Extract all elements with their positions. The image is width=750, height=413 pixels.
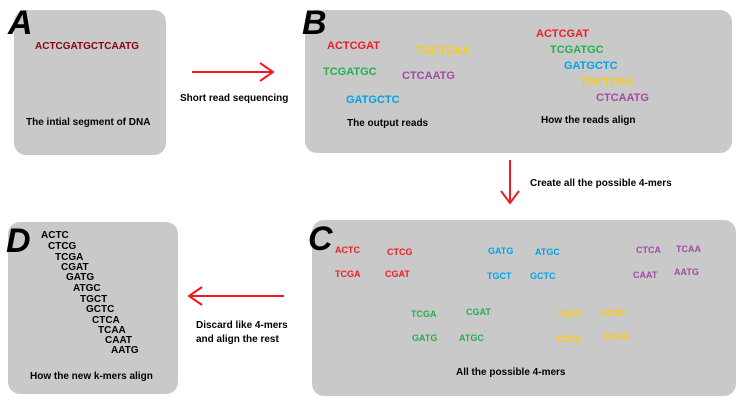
panel-b-caption-right: How the reads align [541,115,636,126]
arrow-a-to-b-label: Short read sequencing [180,93,289,104]
kmer-yellow-2: GCTC [600,308,626,318]
kmer-aligned-1: ACTC [41,230,69,241]
panel-a-letter: A [8,4,33,42]
aligned-read-5: CTCAATG [596,92,649,104]
kmer-green-1: TCGA [411,309,437,319]
arrow-c-to-d-label-line1: Discard like 4-mers [196,320,288,331]
read-5: GATGCTC [346,94,400,106]
arrow-c-to-d [187,286,284,306]
arrow-c-to-d-label-line2: and align the rest [196,334,279,345]
read-2: TGCTCAA [416,45,470,57]
kmer-red-4: CGAT [385,269,410,279]
kmer-aligned-3: TCGA [55,252,84,263]
panel-d [8,222,178,394]
kmer-yellow-3: CTCA [557,334,582,344]
panel-c [312,220,736,396]
panel-c-letter: C [308,220,333,258]
read-4: CTCAATG [402,70,455,82]
kmer-purple-1: CTCA [636,245,661,255]
read-3: TCGATGC [323,66,377,78]
kmer-aligned-11: CAAT [105,335,133,346]
kmer-purple-4: AATG [674,267,699,277]
kmer-red-1: ACTC [335,245,360,255]
kmer-yellow-1: TGCT [557,309,582,319]
kmer-yellow-4: TCAA [604,332,629,342]
kmer-aligned-9: CTCA [92,315,120,326]
kmer-red-3: TCGA [335,269,361,279]
aligned-read-3: GATGCTC [564,60,618,72]
panel-b-letter: B [302,4,327,42]
kmer-aligned-10: TCAA [98,325,126,336]
panel-a [14,10,166,155]
kmer-purple-3: CAAT [633,270,658,280]
kmer-blue-3: TGCT [487,271,512,281]
arrow-b-to-c-label: Create all the possible 4-mers [530,178,672,189]
panel-a-caption: The intial segment of DNA [26,117,151,128]
kmer-green-4: ATGC [459,333,484,343]
kmer-blue-1: GATG [488,246,514,256]
kmer-purple-2: TCAA [676,244,701,254]
panel-b-caption-left: The output reads [347,118,429,129]
kmer-blue-2: ATGC [535,247,560,257]
kmer-blue-4: GCTC [530,271,556,281]
panel-c-caption: All the possible 4-mers [456,367,566,378]
dna-sequence: ACTCGATGCTCAATG [35,41,140,52]
arrow-a-to-b [192,62,275,82]
read-1: ACTCGAT [327,40,380,52]
kmer-aligned-12: AATG [111,345,139,356]
aligned-read-1: ACTCGAT [536,28,589,40]
panel-b [305,10,732,153]
kmer-aligned-5: GATG [66,272,95,283]
arrow-b-to-c [500,160,520,205]
kmer-aligned-6: ATGC [73,283,101,294]
kmer-aligned-7: TGCT [80,294,108,305]
kmer-aligned-2: CTCG [48,241,77,252]
kmer-red-2: CTCG [387,247,413,257]
kmer-green-2: CGAT [466,307,491,317]
aligned-read-4: TGCTCAA [580,76,634,88]
panel-d-letter: D [6,222,31,260]
kmer-aligned-8: GCTC [86,304,115,315]
aligned-read-2: TCGATGC [550,44,604,56]
panel-d-caption: How the new k-mers align [30,371,153,382]
kmer-aligned-4: CGAT [61,262,89,273]
kmer-green-3: GATG [412,333,438,343]
